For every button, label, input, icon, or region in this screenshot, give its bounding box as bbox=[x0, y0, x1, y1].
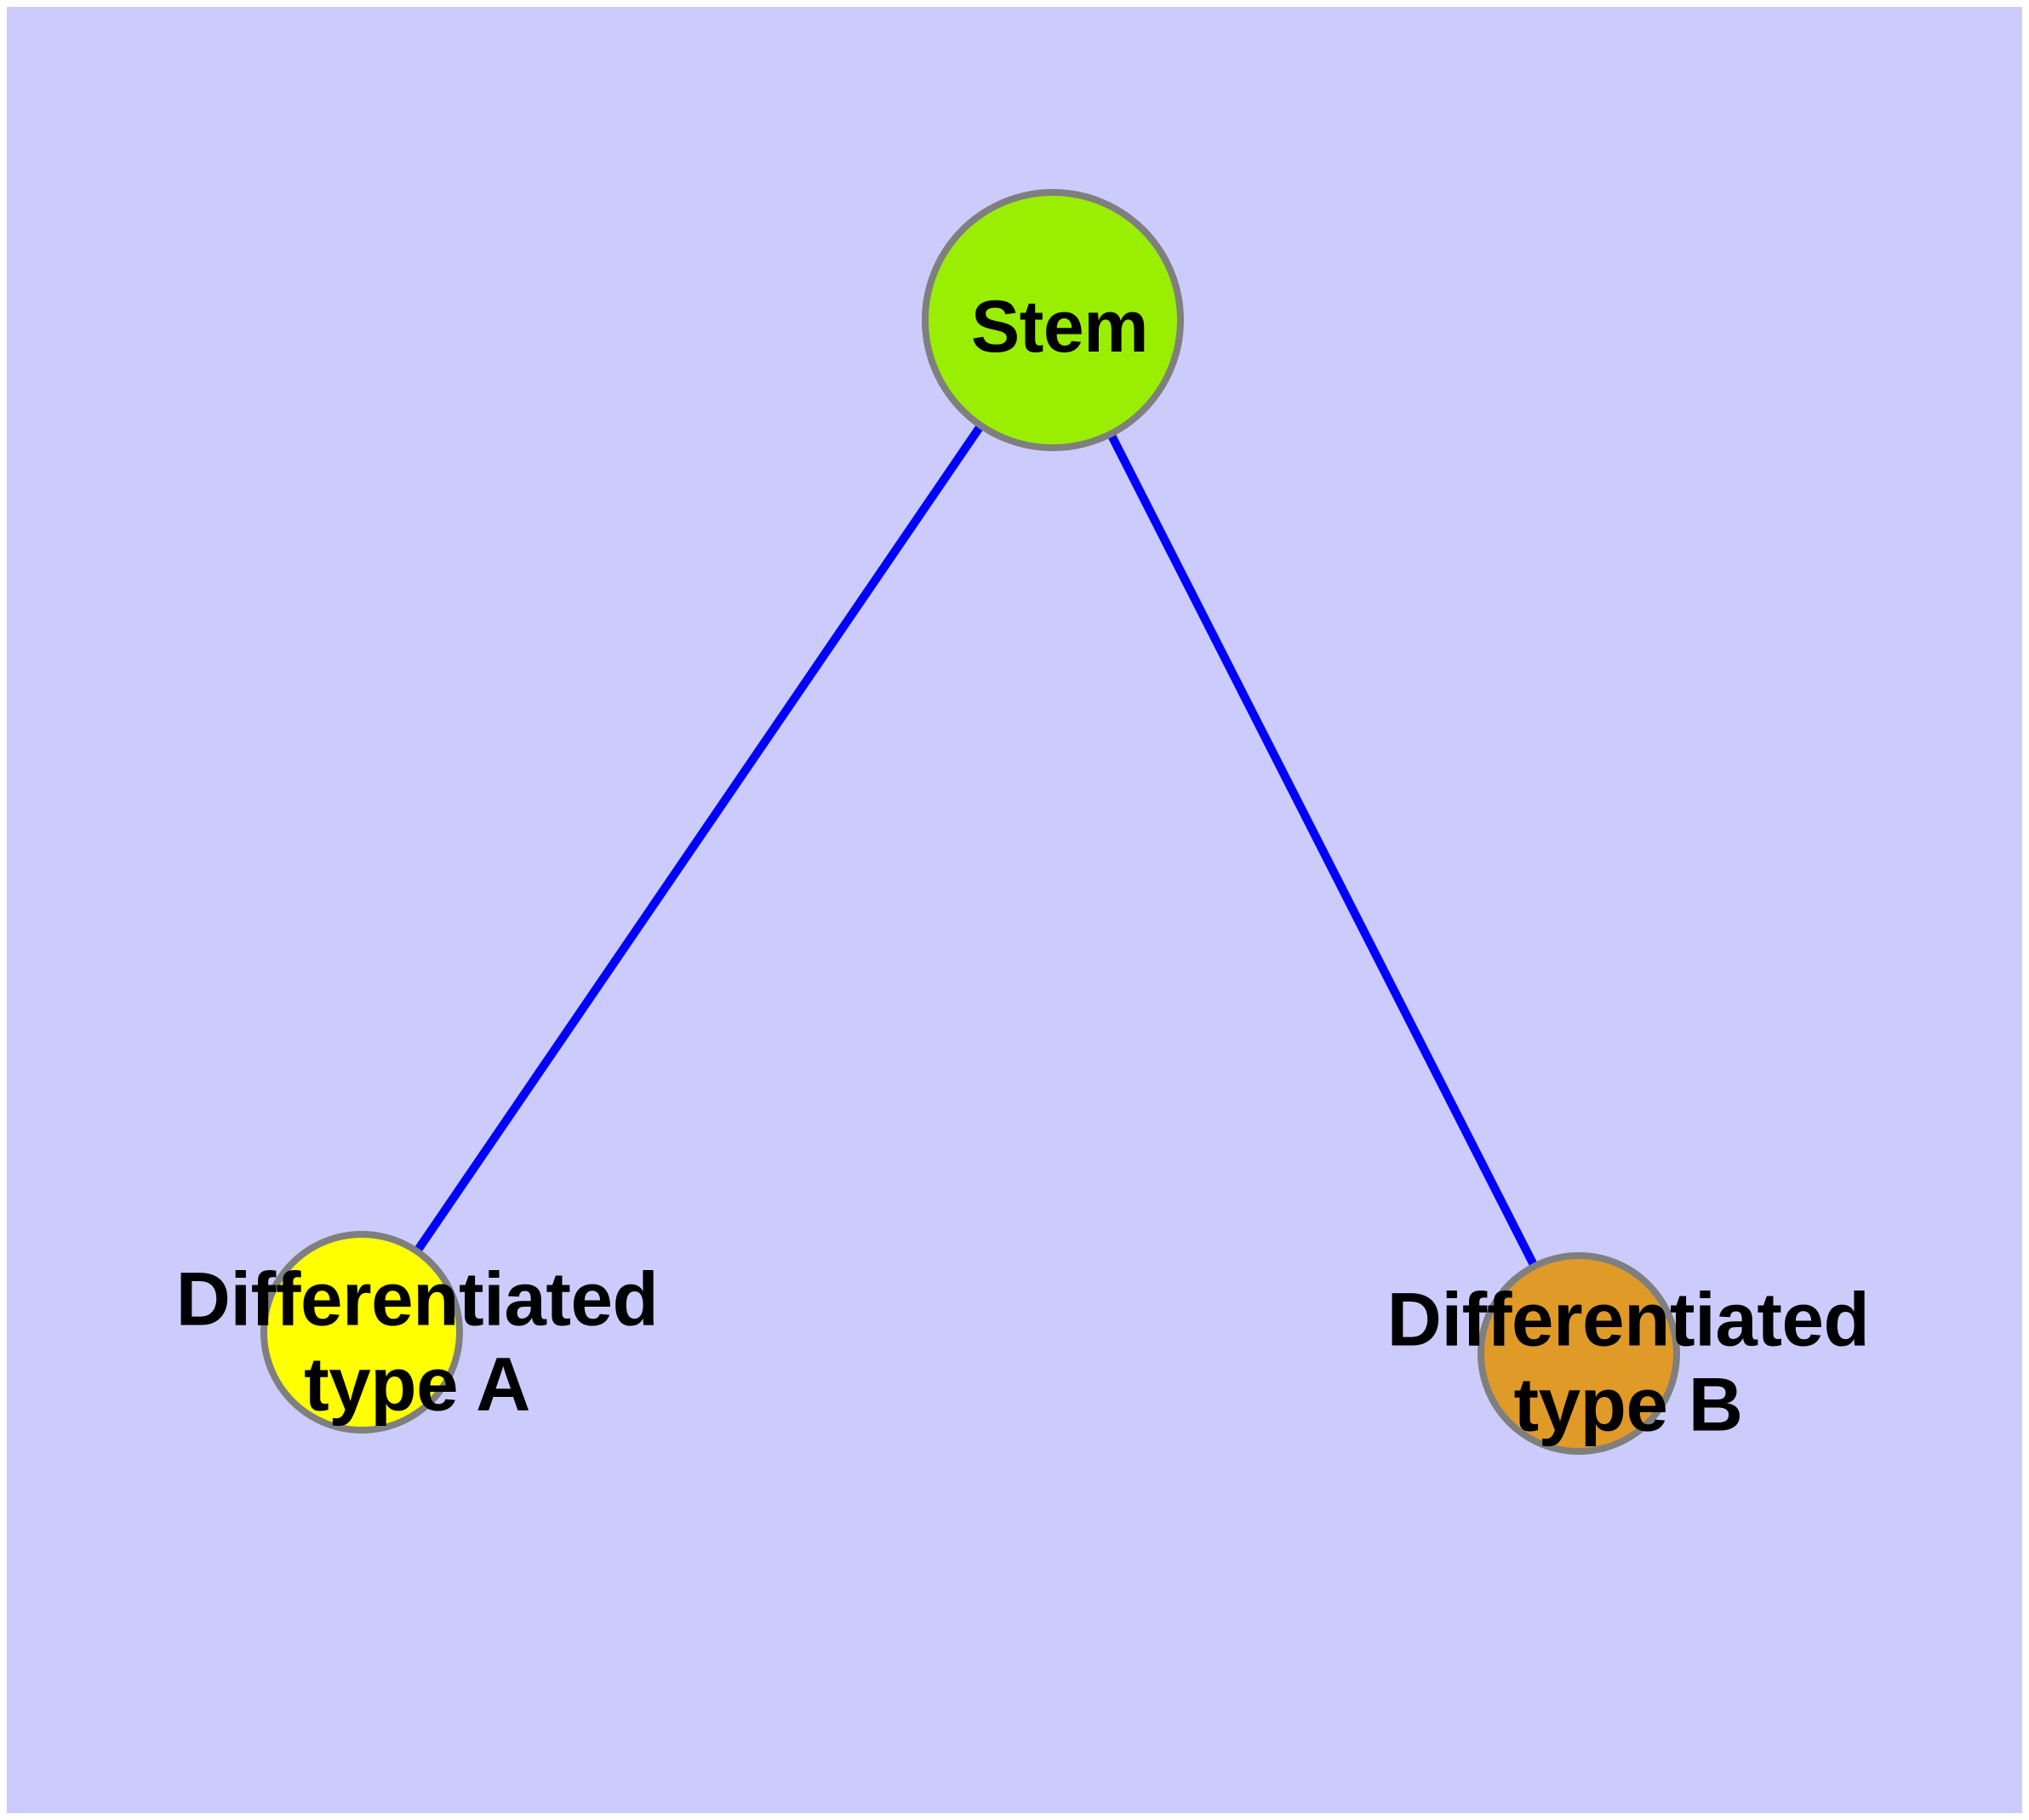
edge-layer bbox=[410, 419, 1541, 1273]
node-stem[interactable] bbox=[922, 189, 1184, 451]
node-differentiated-type-a[interactable] bbox=[260, 1231, 463, 1434]
edge-stem-to-differentiated-type-a[interactable] bbox=[410, 419, 987, 1258]
node-layer bbox=[260, 189, 1680, 1455]
node-differentiated-type-b[interactable] bbox=[1477, 1252, 1680, 1455]
diagram-plot-area: Stem Differentiated type A Differentiate… bbox=[7, 7, 2022, 1813]
graph-svg bbox=[260, 189, 1680, 1455]
edge-stem-to-differentiated-type-b[interactable] bbox=[1104, 427, 1541, 1273]
